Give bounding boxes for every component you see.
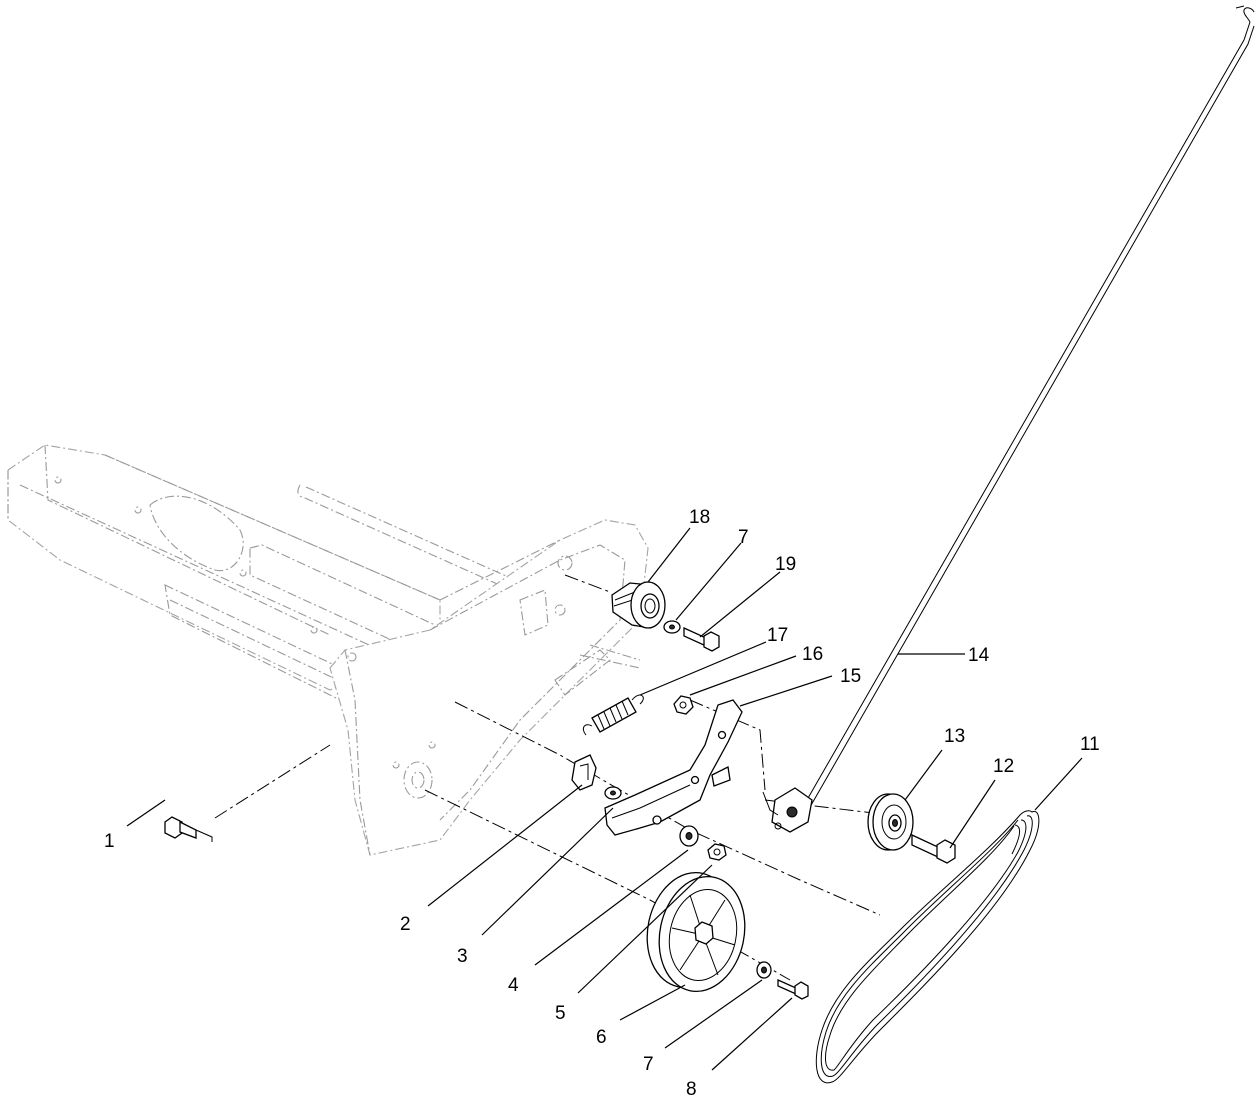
part-17-extension-spring [582, 694, 644, 736]
leader-1 [126, 799, 166, 827]
leader-7-lower [664, 979, 763, 1049]
part-14-cable [762, 5, 1255, 833]
callout-8: 8 [686, 1079, 697, 1100]
part-12-bolt [911, 833, 956, 864]
leader-19 [699, 571, 781, 638]
leader-3 [481, 807, 614, 936]
leader-8 [711, 997, 793, 1071]
callout-4: 4 [508, 975, 519, 996]
leader-4 [534, 849, 689, 966]
callout-7-lower: 7 [643, 1054, 654, 1075]
part-6-drive-pulley [646, 871, 746, 993]
leader-16 [689, 655, 797, 696]
leader-7-upper [675, 542, 742, 621]
leader-11 [1034, 757, 1083, 811]
callout-3: 3 [457, 946, 468, 967]
part-1-shoulder-bolt [164, 816, 213, 842]
leader-13 [904, 749, 943, 801]
part-2-spring-clip [571, 754, 597, 791]
leader-18 [647, 527, 691, 583]
leader-6 [619, 984, 686, 1021]
callout-19: 19 [775, 554, 796, 575]
part-18-pulley-hub [611, 581, 666, 629]
part-11-drive-belt [815, 810, 1040, 1084]
ghost-frame [7, 444, 649, 856]
part-5-nut [707, 843, 727, 861]
part-13-idler-pulley [867, 793, 914, 851]
part-16-locknut [673, 695, 694, 715]
callout-2: 2 [400, 914, 411, 935]
callout-14: 14 [968, 645, 990, 666]
leader-2 [427, 784, 583, 907]
part-7-washer-lower [756, 961, 772, 979]
callout-13: 13 [944, 726, 965, 747]
callout-18: 18 [689, 507, 710, 528]
leader-12 [949, 779, 996, 849]
leader-15 [739, 675, 833, 707]
part-8-bolt [777, 978, 809, 1000]
part-3-washer [604, 786, 622, 800]
part-15-idler-arm [604, 699, 743, 836]
callout-1: 1 [104, 831, 115, 852]
leader-5 [577, 864, 713, 994]
callout-6: 6 [596, 1027, 607, 1048]
callout-5: 5 [555, 1003, 566, 1024]
callout-12: 12 [993, 756, 1014, 777]
callout-7-upper: 7 [738, 527, 749, 548]
leader-lines [126, 527, 1083, 1071]
callout-17: 17 [767, 625, 788, 646]
callout-11: 11 [1080, 734, 1100, 755]
callout-labels: 1 2 3 4 5 6 7 7 8 11 12 13 14 15 16 17 1… [104, 507, 1100, 1100]
part-4-spacer [679, 825, 699, 847]
callout-16: 16 [802, 644, 823, 665]
callout-15: 15 [840, 666, 861, 687]
part-19-bolt [683, 626, 720, 652]
part-7-washer-upper [663, 620, 681, 634]
leader-17 [639, 641, 767, 696]
